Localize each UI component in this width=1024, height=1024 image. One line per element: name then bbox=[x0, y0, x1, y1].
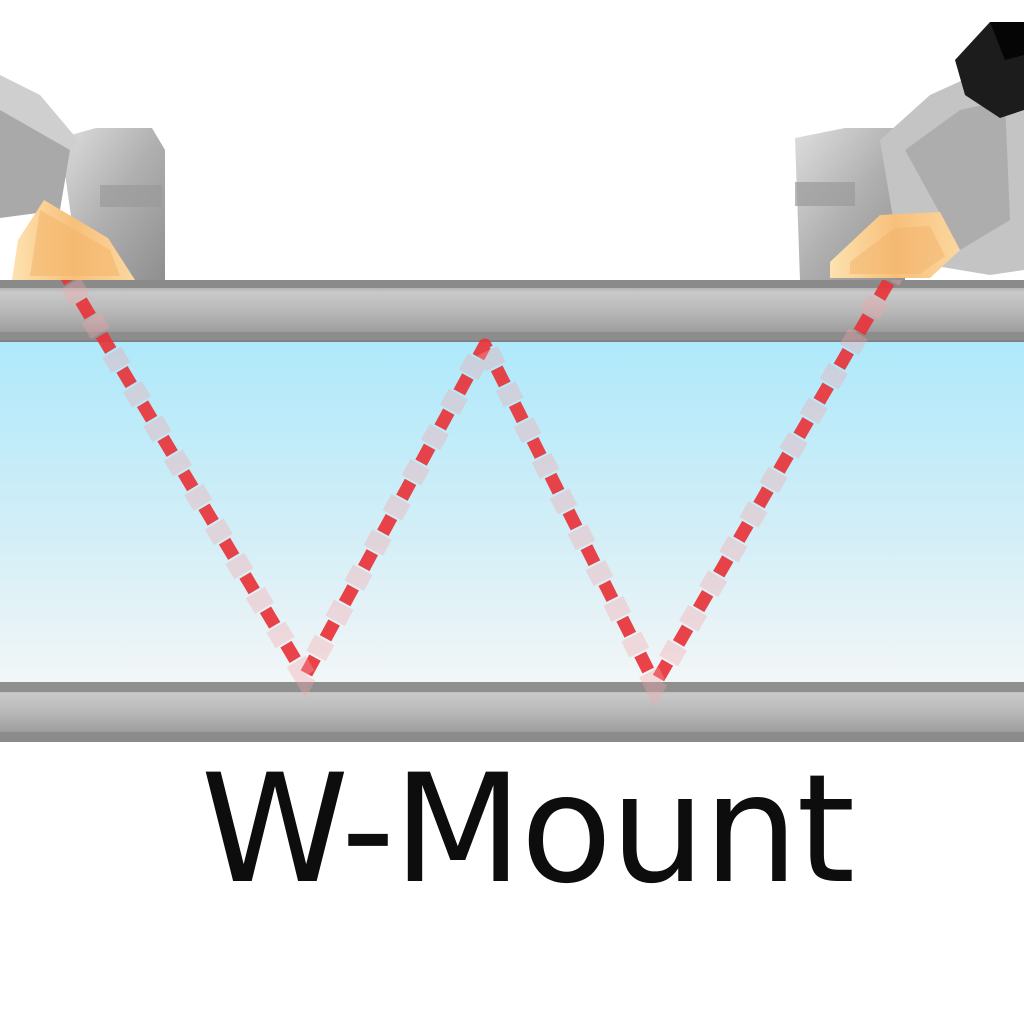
left-transducer-icon bbox=[0, 75, 165, 280]
top-pipe-wall bbox=[0, 280, 1024, 342]
caption-label: W-Mount bbox=[200, 743, 856, 917]
bottom-pipe-wall bbox=[0, 682, 1024, 742]
right-transducer-icon bbox=[795, 22, 1024, 280]
fluid-region bbox=[0, 340, 1024, 685]
ultrasonic-beam-halo bbox=[30, 226, 920, 708]
ultrasonic-beam-path bbox=[34, 228, 916, 691]
